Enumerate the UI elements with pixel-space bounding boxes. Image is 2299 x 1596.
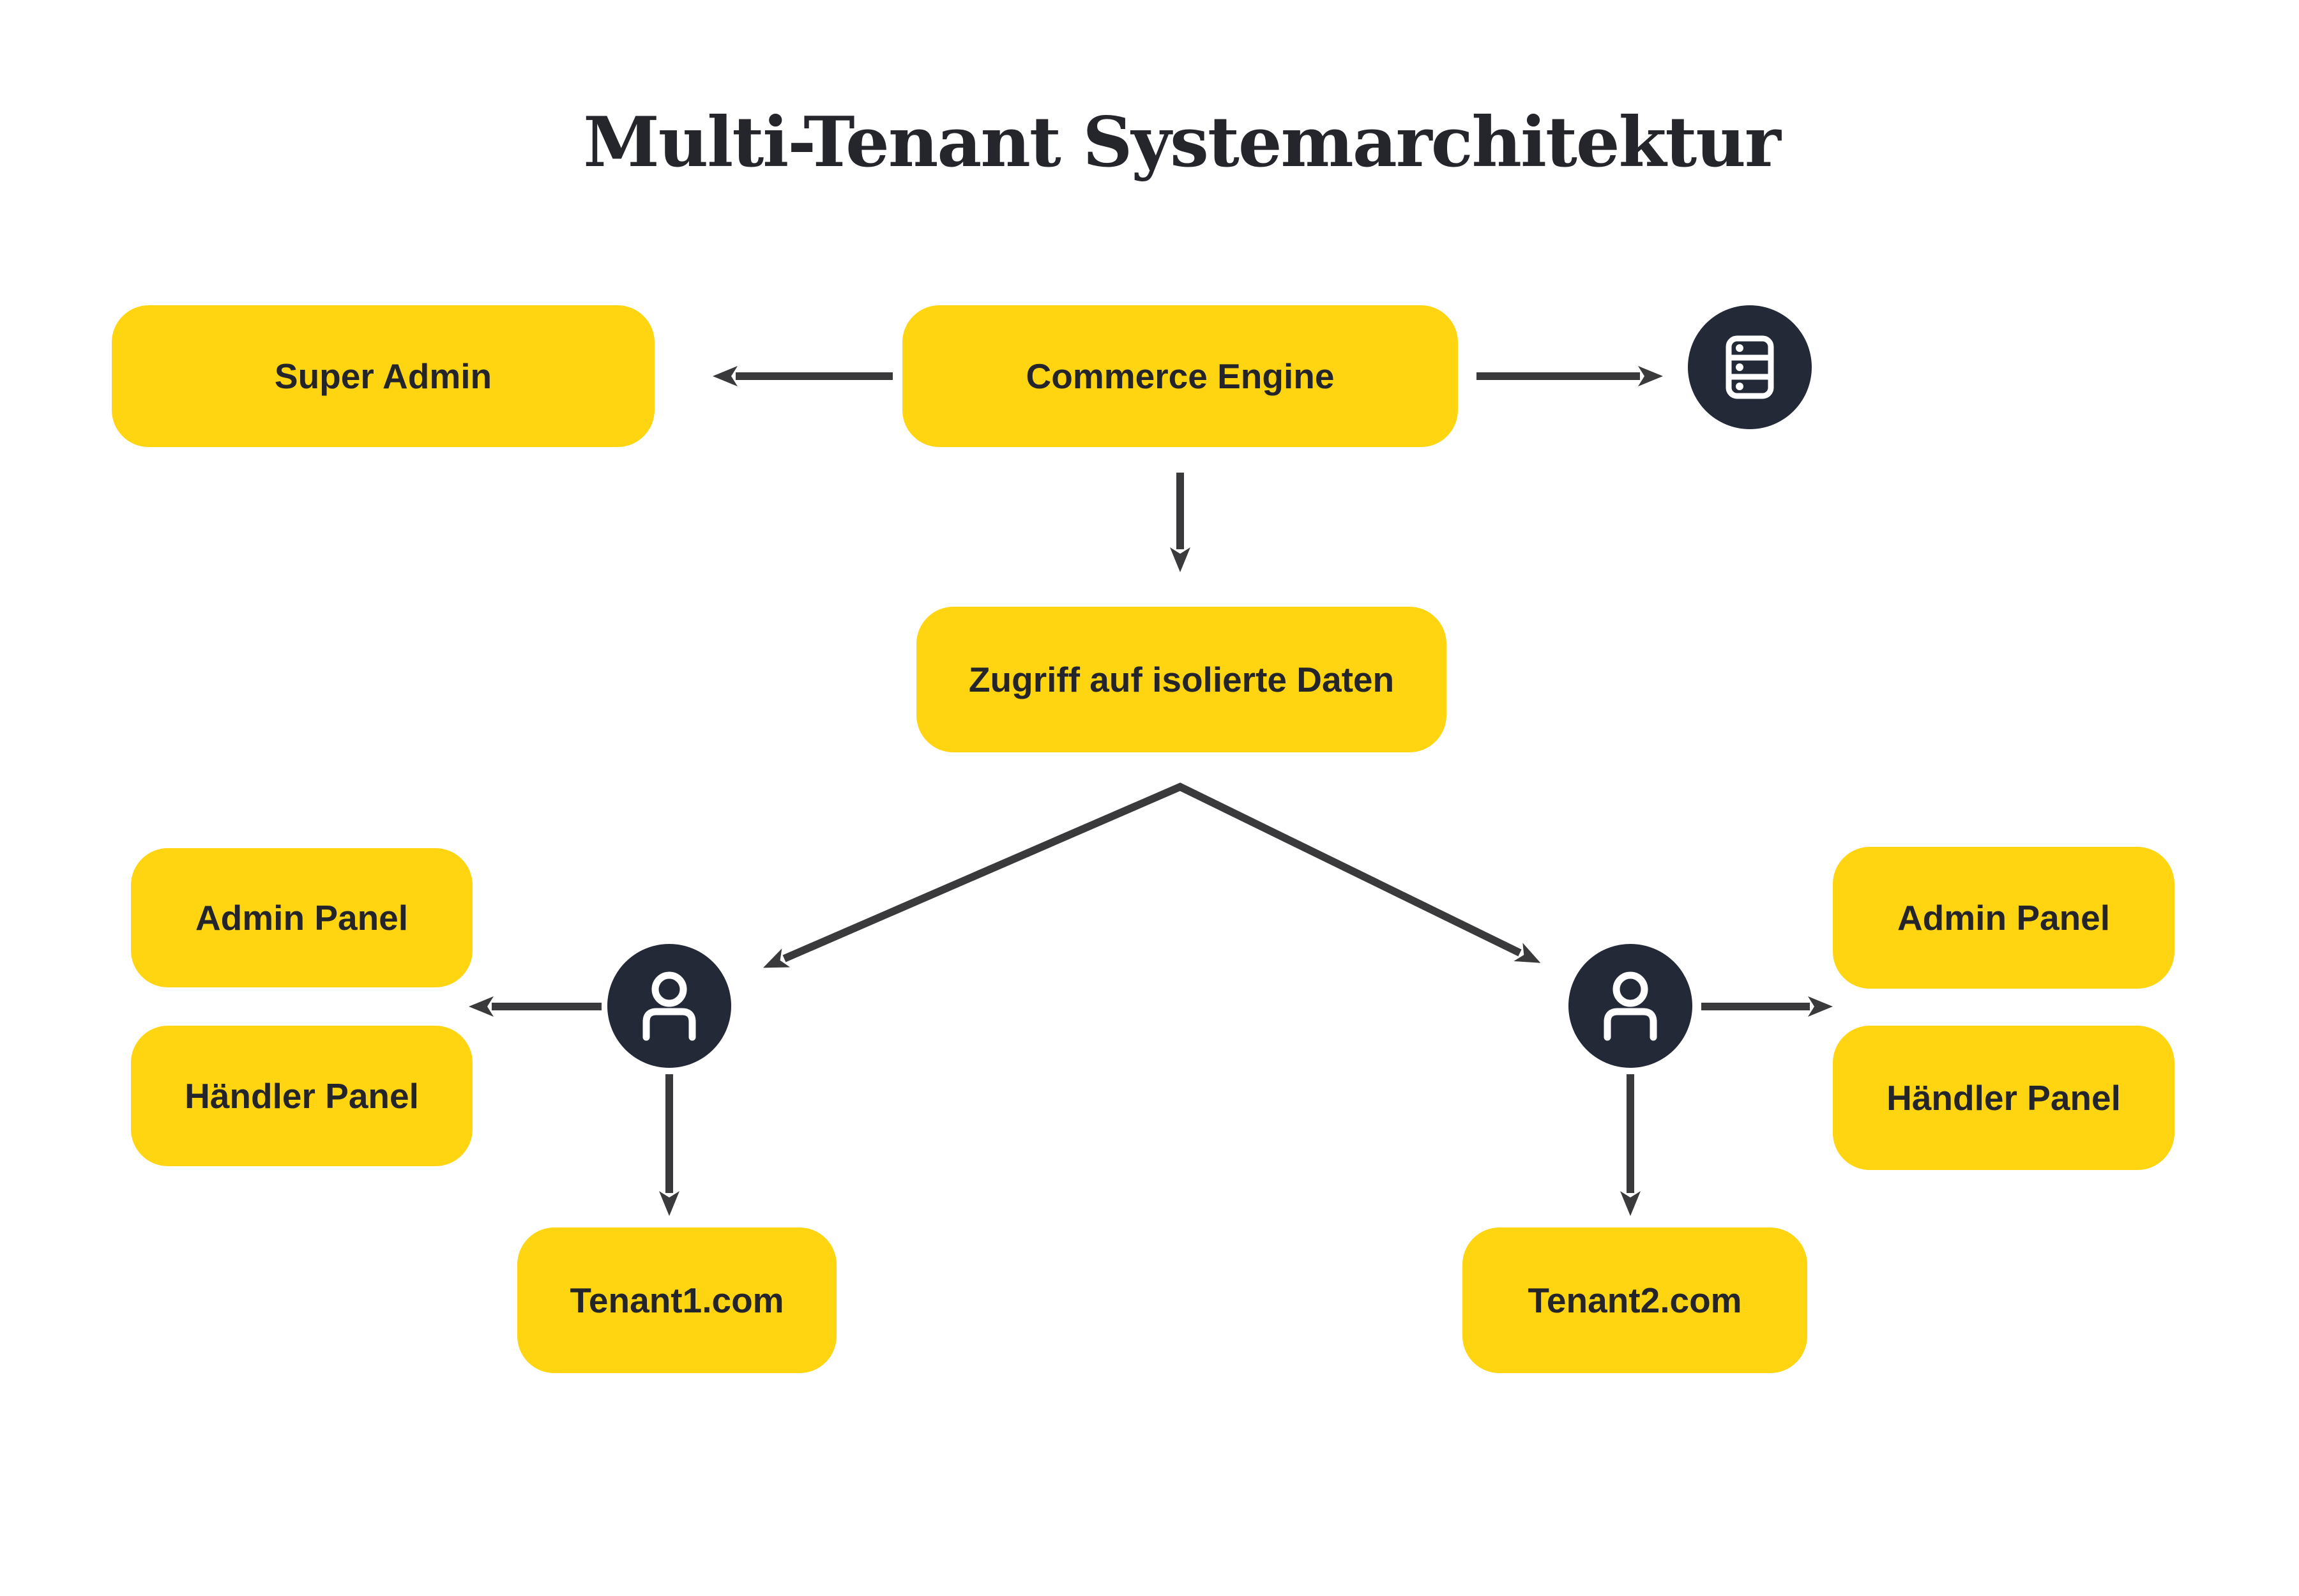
node-tenant2: Tenant2.com (1462, 1227, 1807, 1373)
node-admin-panel-right-label: Admin Panel (1897, 898, 2111, 938)
node-haendler-panel-right: Händler Panel (1833, 1026, 2174, 1170)
node-admin-panel-left-label: Admin Panel (195, 898, 409, 938)
node-super-admin-label: Super Admin (274, 356, 492, 396)
node-isolated-data-label: Zugriff auf isolierte Daten (968, 660, 1395, 699)
node-haendler-panel-right-label: Händler Panel (1886, 1078, 2121, 1118)
node-isolated-data: Zugriff auf isolierte Daten (916, 607, 1446, 752)
page-title: Multi-Tenant Systemarchitektur (583, 102, 1781, 183)
node-tenant1: Tenant1.com (517, 1227, 837, 1373)
node-commerce-engine-label: Commerce Engine (1026, 356, 1335, 396)
user-node-right (1568, 944, 1692, 1068)
arrow-data-to-users (763, 782, 1541, 968)
node-commerce-engine: Commerce Engine (902, 305, 1458, 447)
node-admin-panel-left: Admin Panel (131, 848, 473, 987)
user-icon (1604, 971, 1657, 1041)
node-admin-panel-right: Admin Panel (1833, 847, 2174, 989)
user-icon (642, 971, 696, 1041)
node-haendler-panel-left-label: Händler Panel (185, 1076, 419, 1116)
node-tenant1-label: Tenant1.com (570, 1281, 784, 1320)
node-tenant2-label: Tenant2.com (1528, 1281, 1742, 1320)
user-node-left (607, 944, 731, 1068)
database-node (1688, 305, 1812, 429)
node-super-admin: Super Admin (112, 305, 655, 447)
node-haendler-panel-left: Händler Panel (131, 1026, 473, 1166)
server-icon (1726, 335, 1774, 399)
